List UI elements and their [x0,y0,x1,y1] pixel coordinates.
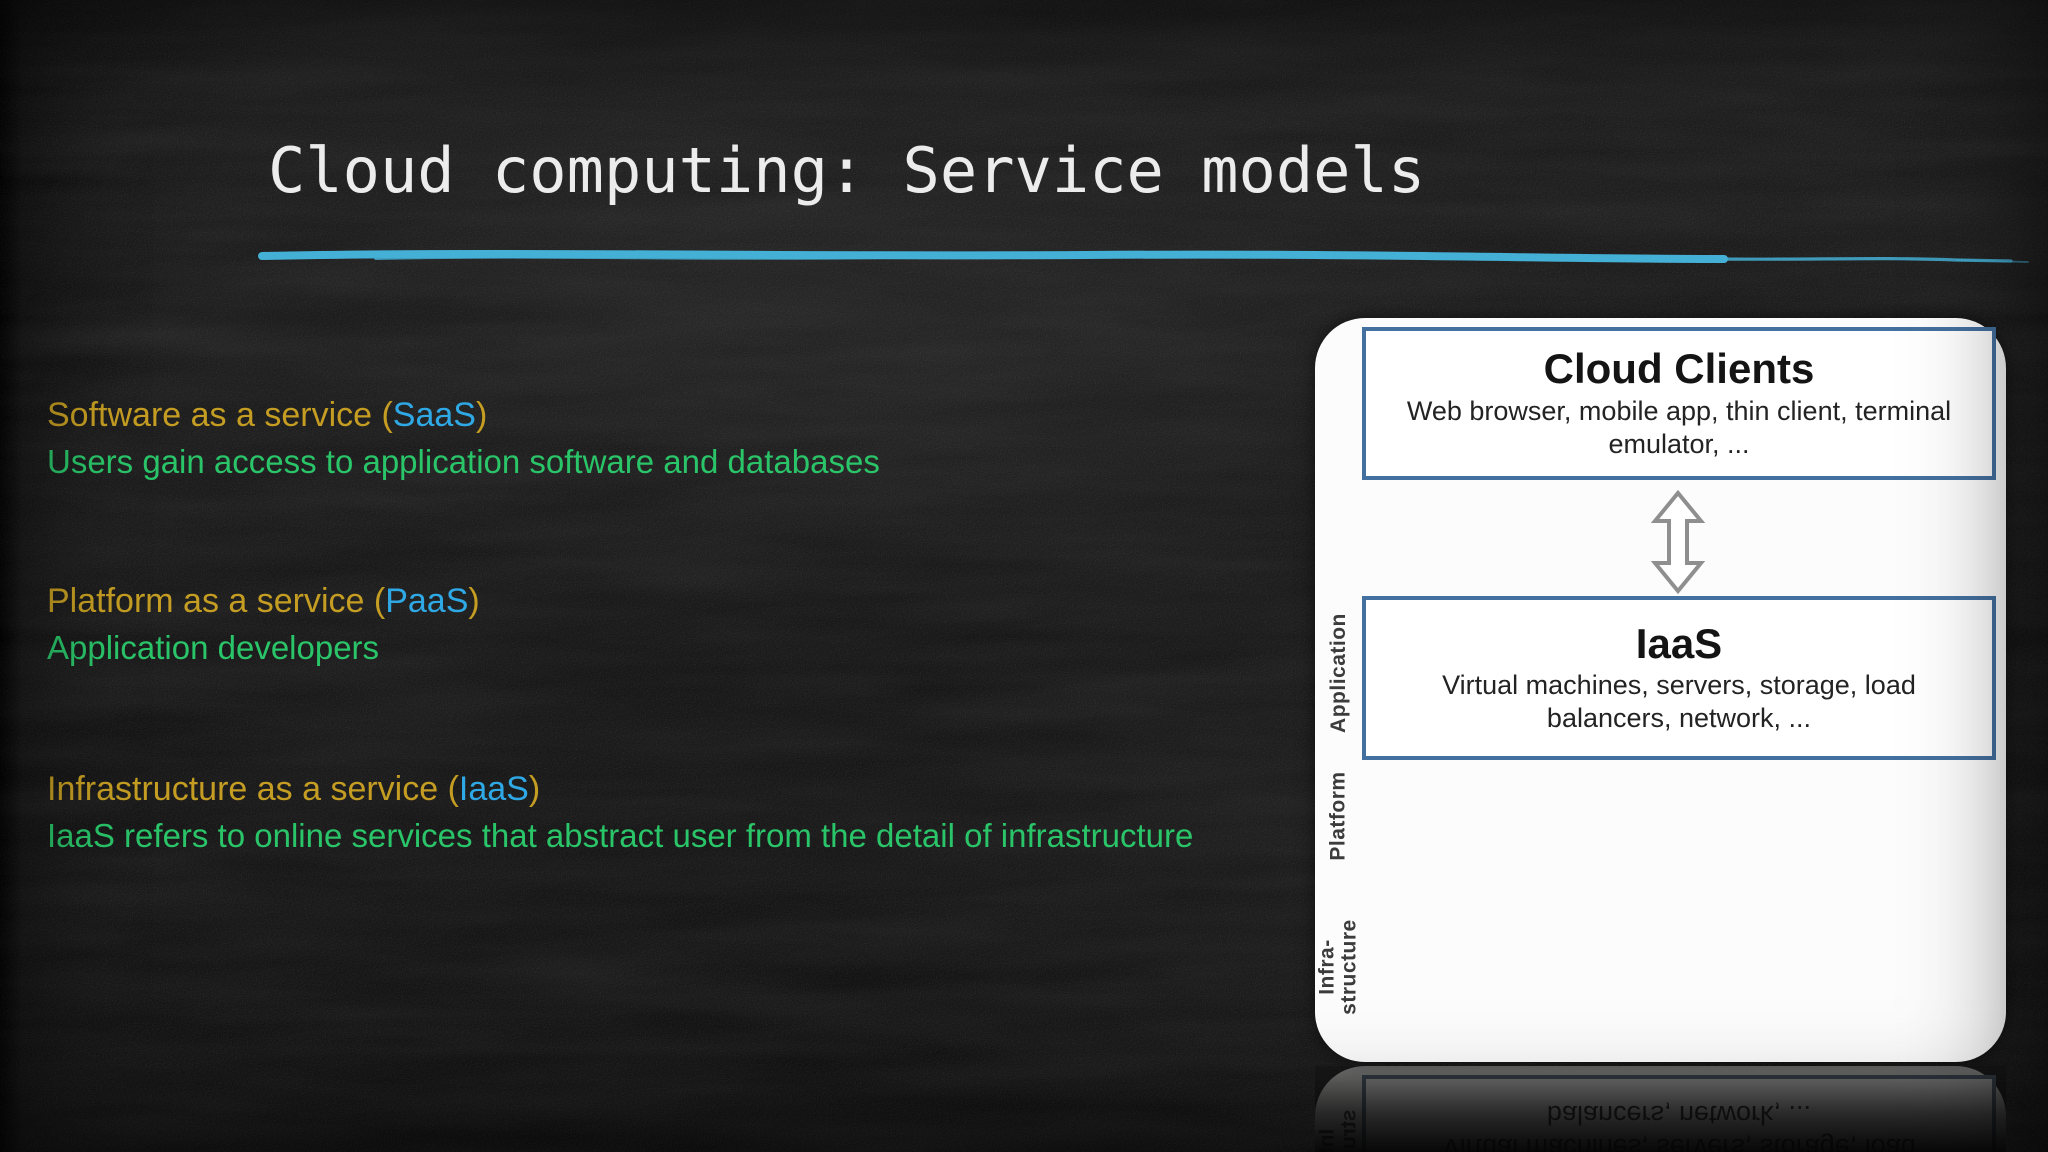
heading-text: ) [475,396,488,434]
side-label-application: Application [1326,613,1350,734]
title-underline-stroke [258,249,2029,263]
bullet-saas-body: Users gain access to application softwar… [47,443,880,480]
heading-text: ) [468,582,480,620]
bullet-iaas-body: IaaS refers to online services that abst… [47,817,1194,854]
bullet-paas-heading: Platform as a service (PaaS) [47,578,480,624]
iaas-box: IaaS Virtual machines, servers, storage,… [1362,596,1996,760]
heading-text: Infrastructure as a service ( [47,770,459,808]
heading-text: ) [528,770,541,808]
slide-title: Cloud computing: Service models [268,134,1426,207]
bullet-saas-heading: Software as a service (SaaS) [47,392,880,438]
iaas-subtitle: Virtual machines, servers, storage, load… [1442,670,1916,734]
heading-text: Software as a service ( [47,396,393,434]
side-label-platform: Platform [1326,771,1350,861]
reflection-fade-overlay [1315,1066,2006,1152]
side-label-infrastructure: Infra- structure [1315,919,1361,1015]
cloud-clients-title: Cloud Clients [1543,345,1815,393]
cloud-clients-box: Cloud Clients Web browser, mobile app, t… [1362,327,1996,480]
acronym-saas: SaaS [392,396,476,434]
acronym-paas: PaaS [385,582,469,620]
bullet-saas: Software as a service (SaaS) Users gain … [47,392,880,485]
heading-text: Platform as a service ( [47,582,386,620]
double-arrow-icon [1650,490,1706,594]
iaas-title: IaaS [1635,619,1723,667]
bullet-paas: Platform as a service (PaaS) Application… [47,578,480,671]
bullet-iaas-heading: Infrastructure as a service (IaaS) [47,766,1193,812]
bullet-paas-body: Application developers [47,629,380,666]
service-model-diagram: Cloud Clients Web browser, mobile app, t… [1315,318,2006,1062]
bullet-iaas: Infrastructure as a service (IaaS) IaaS … [47,766,1193,859]
panel-reflection: IaaS Virtual machines, servers, storage,… [1315,1066,2006,1152]
cloud-clients-subtitle: Web browser, mobile app, thin client, te… [1406,395,1952,459]
acronym-iaas: IaaS [458,770,529,808]
